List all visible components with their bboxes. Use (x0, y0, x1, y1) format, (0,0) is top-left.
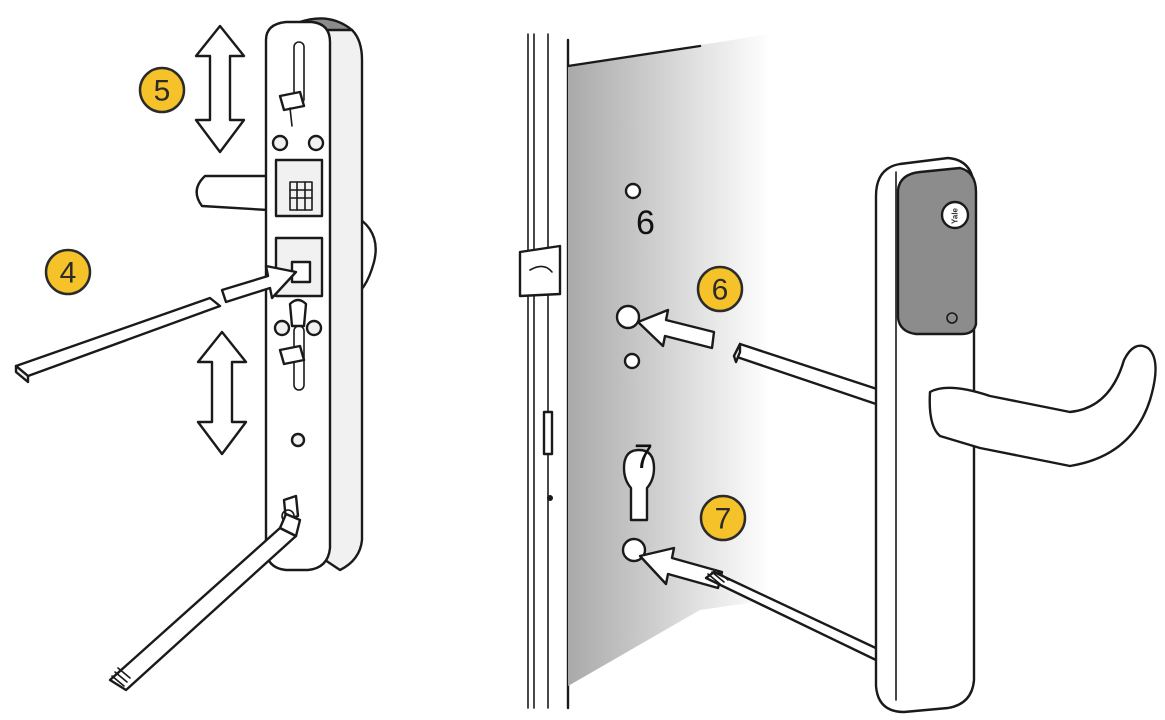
screw-hole (273, 319, 291, 337)
svg-text:4: 4 (60, 257, 77, 290)
door-latch (518, 244, 562, 298)
step-badge-4: 4 (44, 248, 92, 296)
hole-label-6: 6 (636, 204, 655, 242)
svg-text:7: 7 (715, 503, 732, 536)
spindle-bar (14, 296, 222, 378)
allen-key (108, 526, 298, 692)
svg-text:5: 5 (154, 75, 171, 108)
screw-hole (271, 134, 289, 152)
screw-hole (305, 319, 323, 337)
step-badge-6: 6 (696, 265, 744, 313)
door-hole (623, 352, 641, 370)
step-badge-5: 5 (138, 66, 186, 114)
up-down-arrow-icon (194, 24, 246, 154)
left-panel: 5 4 (14, 17, 377, 692)
handle-top-cap (896, 166, 978, 336)
cylinder-cutout (622, 448, 656, 522)
lever-handle-back (195, 174, 270, 212)
door-frame (527, 33, 570, 710)
plate-side-face (323, 28, 364, 572)
top-pin (278, 90, 306, 112)
up-down-arrow-icon (196, 330, 248, 456)
upper-square-recess (274, 158, 324, 218)
hole-label-7: 7 (634, 438, 653, 476)
right-panel: Yale 6 7 6 7 (518, 33, 1157, 714)
screw-hole (307, 134, 325, 152)
push-arrow-icon (220, 264, 298, 304)
yale-logo (940, 200, 970, 230)
door-hole (624, 182, 642, 200)
door-hole (615, 304, 641, 330)
push-arrow-icon (638, 546, 724, 590)
upper-square-grid (289, 181, 313, 211)
svg-text:6: 6 (712, 274, 729, 307)
allen-key-right (704, 570, 882, 662)
step-badge-7: 7 (699, 494, 747, 542)
lever-handle (928, 344, 1157, 468)
push-arrow-icon (636, 308, 716, 350)
yale-logo-text: Yale (951, 207, 960, 224)
